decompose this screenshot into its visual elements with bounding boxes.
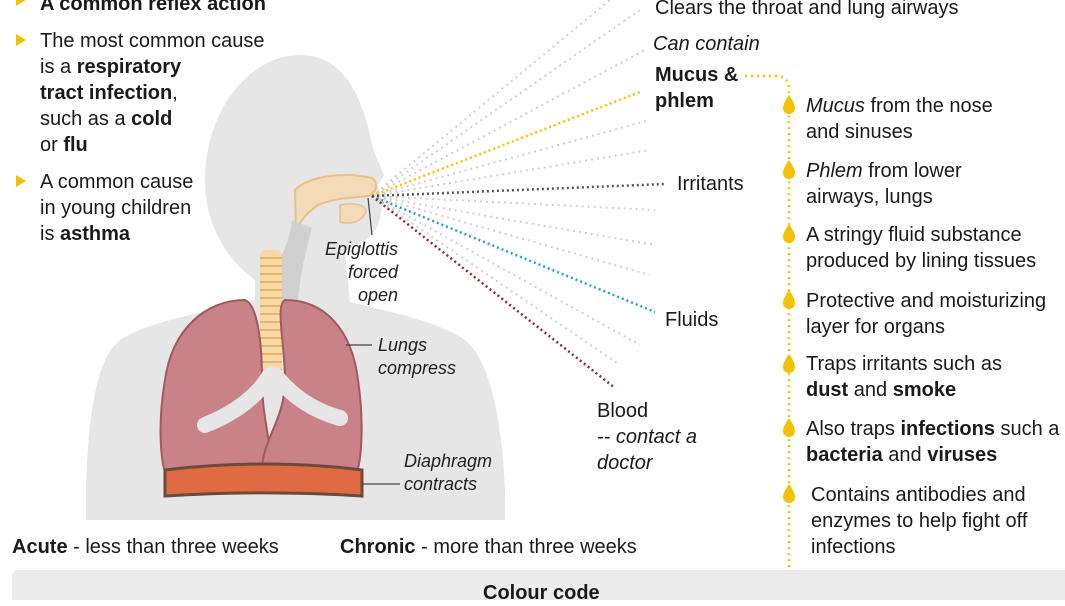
drop-icon (783, 354, 795, 373)
drop-icon (783, 484, 795, 503)
chronic-duration: Chronic - more than three weeks (340, 536, 637, 558)
mouth-cavity (339, 203, 367, 224)
ray-mucus (371, 90, 641, 198)
mucus-connector (612, 74, 791, 594)
acute-duration: Acute - less than three weeks (12, 536, 279, 558)
bullet-arrow-icon (16, 34, 26, 46)
lungs-label: Lungs compress (378, 335, 457, 378)
mucus-fact-1: Mucus from the nose and sinuses (806, 95, 993, 143)
mucus-fact-7: Contains antibodies and enzymes to help … (811, 484, 1028, 558)
diaphragm-graphic (163, 462, 364, 498)
ray-irritants (371, 182, 666, 198)
trachea (260, 250, 282, 375)
reflex-heading: A common reflex action (40, 0, 266, 15)
mucus-fact-2: Phlem from lower airways, lungs (806, 160, 962, 208)
can-contain-label: Can contain (653, 33, 760, 55)
bullet-arrow-icon (16, 0, 26, 6)
cause-respiratory: The most common cause is a respiratory t… (40, 30, 265, 156)
nasal-cavity (293, 174, 378, 233)
ray-fluids (371, 194, 656, 314)
mucus-fact-3: A stringy fluid substance produced by li… (806, 224, 1037, 272)
colour-code-heading: Colour code (483, 582, 600, 604)
drop-icon (783, 160, 795, 179)
mucus-fact-4: Protective and moisturizing layer for or… (806, 290, 1047, 338)
clears-label: Clears the throat and lung airways (655, 0, 959, 19)
mucus-drops (783, 95, 795, 503)
drop-icon (783, 290, 795, 309)
mucus-fact-5: Traps irritants such as dust and smoke (806, 353, 1002, 401)
bullet-arrow-icon (16, 175, 26, 187)
mucus-fact-6: Also traps infections such a bacteria an… (806, 418, 1060, 466)
epiglottis-label: Epiglottis forced open (324, 239, 398, 305)
irritants-label: Irritants (677, 173, 744, 195)
drop-icon (783, 418, 795, 437)
drop-icon (783, 95, 795, 114)
cause-asthma: A common cause in young children is asth… (40, 171, 194, 245)
ray-fan (371, 0, 656, 366)
blood-label: Blood -- contact a doctor (597, 400, 698, 474)
lung-bronchi (197, 367, 348, 433)
colour-code-bar (12, 570, 1065, 600)
drop-icon (783, 224, 795, 243)
mucus-phlem-label: Mucus & phlem (655, 64, 739, 112)
fluids-label: Fluids (665, 309, 719, 331)
diaphragm-label: Diaphragm contracts (404, 451, 493, 494)
ray-blood (371, 195, 616, 389)
